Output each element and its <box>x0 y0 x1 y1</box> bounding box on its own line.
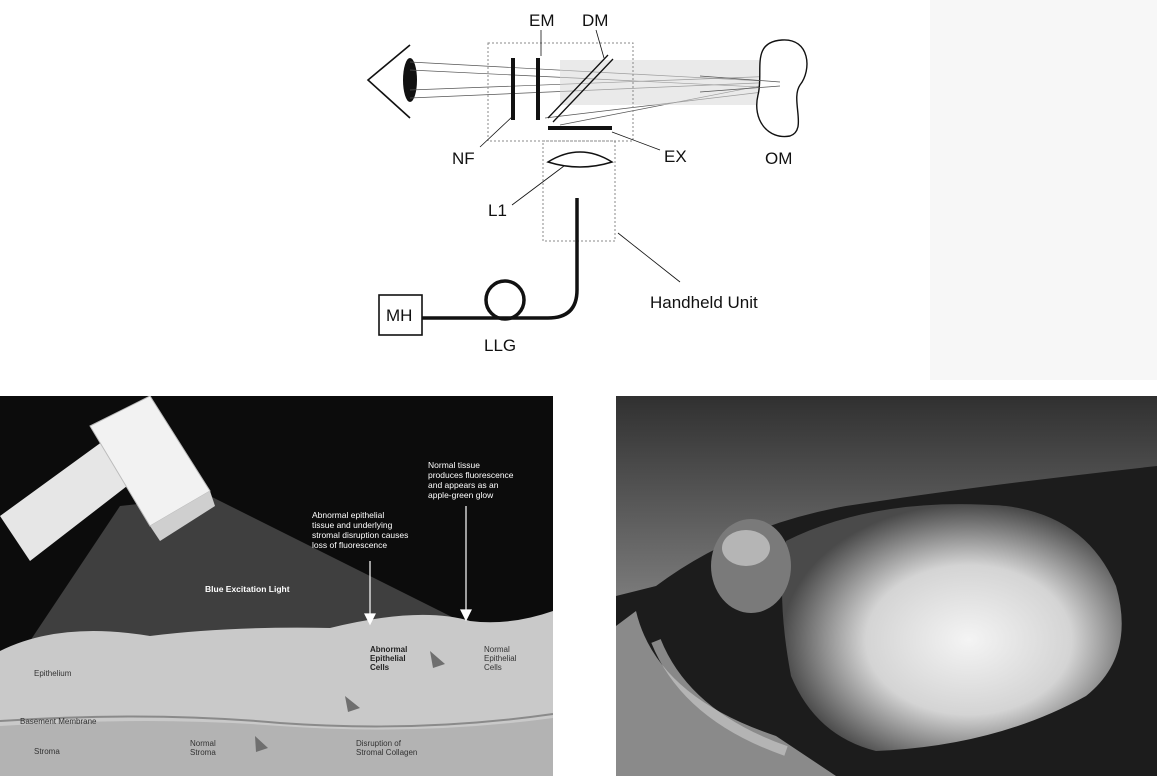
epithelium-label: Epithelium <box>34 669 72 678</box>
label-ex: EX <box>664 147 687 166</box>
clinical-eye-photo <box>616 396 1157 776</box>
basement-membrane-label: Basement Membrane <box>20 717 97 726</box>
stroma-label: Stroma <box>34 747 60 756</box>
label-mh: MH <box>386 306 412 325</box>
label-om: OM <box>765 149 792 168</box>
light-guide-loop <box>486 281 524 319</box>
iris-reflection <box>722 530 770 566</box>
label-em: EM <box>529 11 555 30</box>
normal-stroma-label: Normal Stroma <box>190 739 218 757</box>
label-llg: LLG <box>484 336 516 355</box>
ocular-membrane <box>757 40 807 137</box>
label-nf: NF <box>452 149 475 168</box>
label-dm: DM <box>582 11 608 30</box>
optical-schematic: EM DM NF EX OM L1 MH LLG Handheld Unit <box>0 0 1157 380</box>
label-l1: L1 <box>488 201 507 220</box>
blue-light-label: Blue Excitation Light <box>205 584 290 594</box>
label-handheld-unit: Handheld Unit <box>650 293 758 312</box>
lens-l1 <box>548 152 612 167</box>
stroma-layer <box>0 718 553 776</box>
scan-noise-patch <box>930 0 1157 380</box>
fluorescence-illustration: Blue Excitation Light Abnormal epithelia… <box>0 396 553 776</box>
observer-eye-icon <box>368 45 417 118</box>
